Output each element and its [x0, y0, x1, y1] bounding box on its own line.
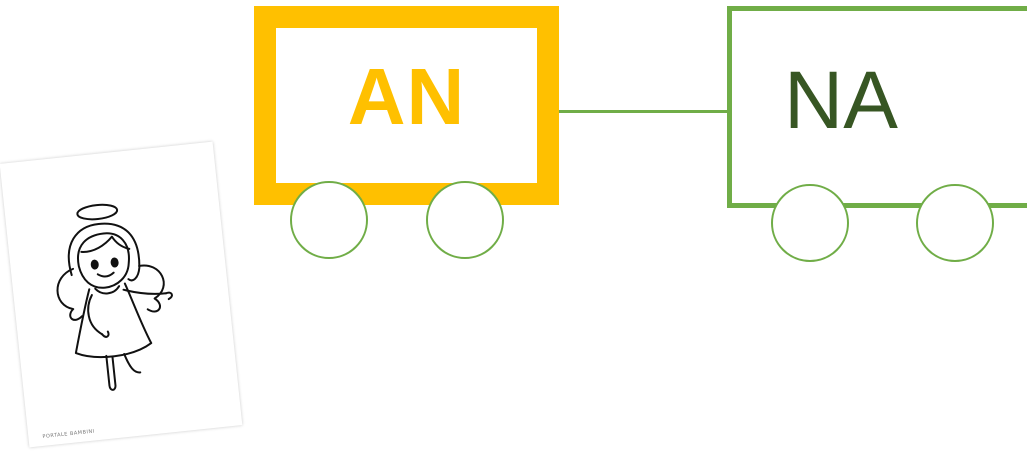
- wagon-an: AN: [254, 6, 559, 205]
- angel-coloring-image: PORTALE BAMBINI: [0, 141, 243, 448]
- right-leg: [123, 352, 142, 374]
- wheel-na-rear: [916, 184, 994, 262]
- collar: [94, 285, 121, 295]
- dress: [74, 282, 153, 359]
- syllable-na: NA: [784, 55, 898, 146]
- wheel-an-front: [290, 181, 368, 259]
- halo: [76, 203, 119, 221]
- hair: [67, 222, 141, 282]
- left-wing: [56, 267, 84, 321]
- angel-drawing: [56, 203, 173, 391]
- bangs: [80, 235, 131, 253]
- smile: [96, 271, 115, 278]
- wheel-an-rear: [426, 181, 504, 259]
- right-wing: [138, 264, 165, 313]
- wagon-na: NA: [727, 6, 1027, 208]
- face: [76, 232, 130, 289]
- left-leg: [105, 354, 117, 391]
- right-eye: [110, 257, 119, 268]
- wheel-na-front: [771, 184, 849, 262]
- left-eye: [90, 259, 99, 270]
- syllable-an: AN: [347, 51, 466, 141]
- wagon-coupling: [559, 110, 727, 113]
- right-hand: [165, 291, 173, 301]
- right-arm: [122, 288, 168, 295]
- left-hand: [101, 330, 110, 338]
- left-arm: [87, 294, 104, 336]
